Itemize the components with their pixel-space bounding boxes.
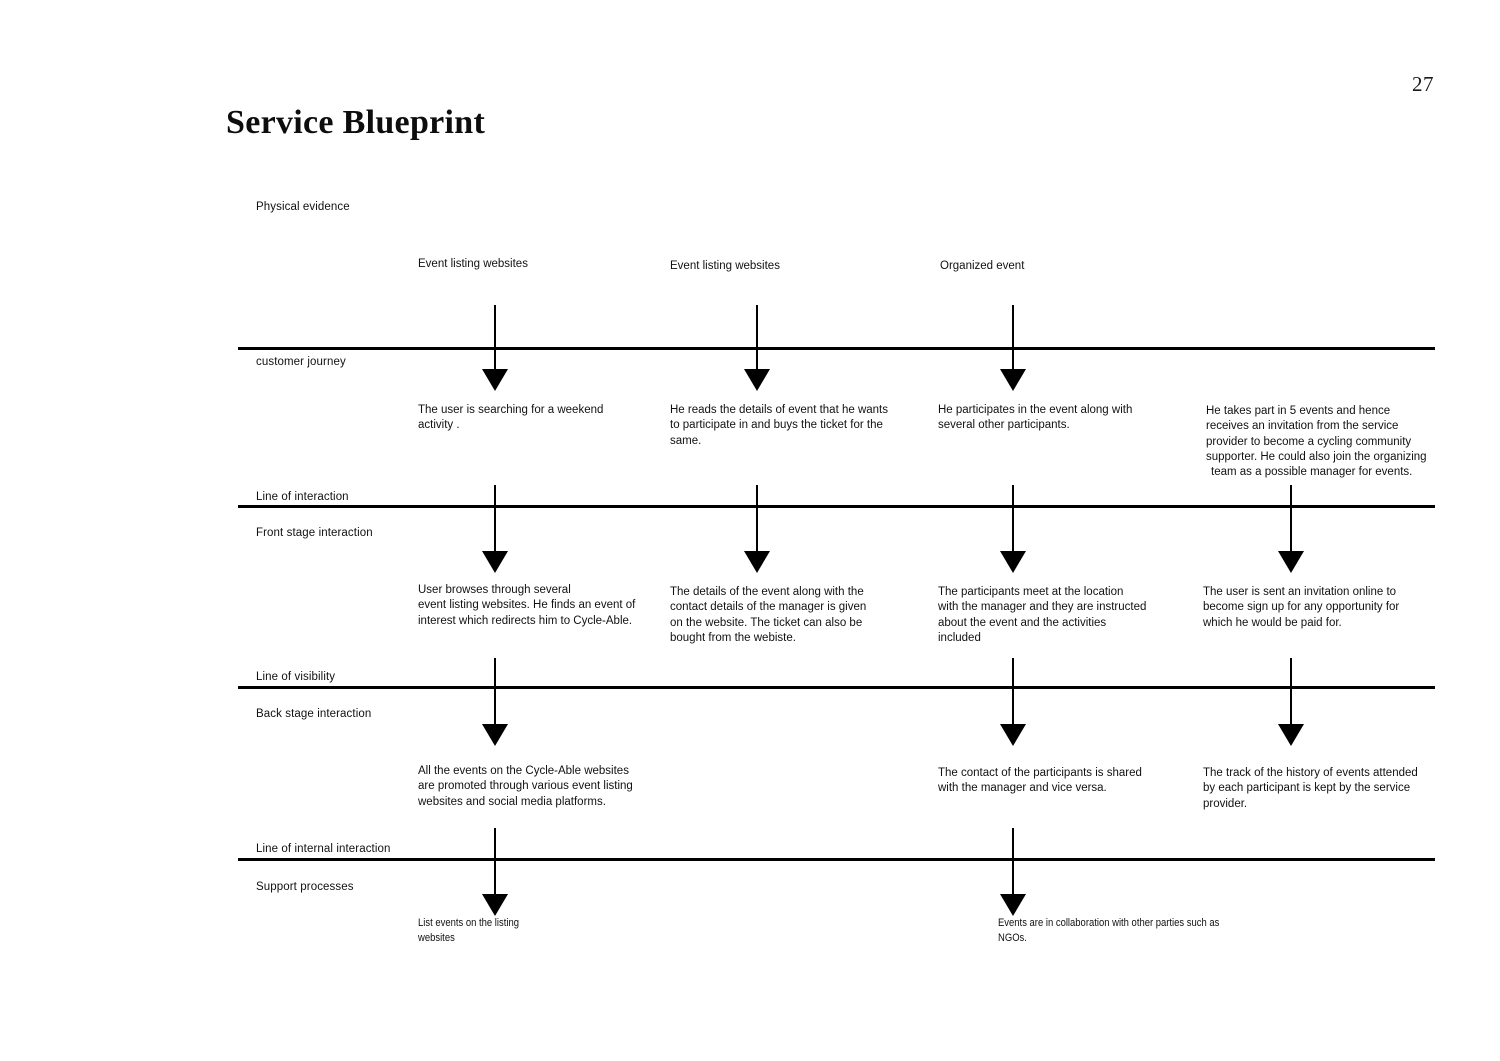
back-stage-text-2: The contact of the participants is share… [938,766,1142,797]
arrow-frontstage-to-backstage-1 [482,658,508,746]
back-stage-text-1: All the events on the Cycle-Able website… [418,764,633,810]
physical-evidence-label-3: Organized event [940,260,1025,272]
text-line: team as a possible manager for events. [1211,466,1413,479]
divider-line-of-interaction [238,505,1435,508]
text-line: websites [418,932,455,945]
text-line: supporter. He could also join the organi… [1206,450,1427,463]
text-line: He reads the details of event that he wa… [670,404,888,416]
text-line: activity . [418,419,460,432]
arrow-evidence-to-journey-2 [744,305,770,391]
customer-journey-text-2: He reads the details of event that he wa… [670,403,888,449]
text-line: The participants meet at the location [938,586,1124,598]
text-line: bought from the webiste. [670,631,796,644]
text-line: contact details of the manager is given [670,601,867,614]
text-line: event listing websites. He finds an even… [418,599,636,612]
arrow-journey-to-frontstage-4 [1278,485,1304,573]
support-process-text-1: List events on the listing websites [418,916,519,947]
text-line: provider to become a cycling community [1206,435,1412,448]
customer-journey-text-3: He participates in the event along with … [938,403,1132,434]
text-line: He participates in the event along with [938,404,1133,416]
text-line: which he would be paid for. [1203,616,1342,629]
page-title: Service Blueprint [226,104,486,141]
text-line: Events are in collaboration with other p… [998,917,1220,929]
text-line: become sign up for any opportunity for [1203,601,1400,614]
arrow-backstage-to-support-3 [1000,828,1026,916]
front-stage-text-1: User browses through several event listi… [418,583,635,629]
lane-label-physical-evidence: Physical evidence [256,201,350,213]
lane-label-line-of-visibility: Line of visibility [256,671,336,683]
customer-journey-text-1: The user is searching for a weekend acti… [418,403,603,434]
front-stage-text-4: The user is sent an invitation online to… [1203,585,1399,631]
lane-label-line-of-internal-interaction: Line of internal interaction [256,843,391,855]
text-line: The track of the history of events atten… [1203,767,1418,779]
text-line: provider. [1203,797,1248,810]
front-stage-text-2: The details of the event along with the … [670,585,866,646]
text-line: He takes part in 5 events and hence [1206,405,1391,417]
text-line: on the website. The ticket can also be [670,616,863,629]
arrow-evidence-to-journey-3 [1000,305,1026,391]
text-line: NGOs. [998,932,1027,945]
customer-journey-text-4: He takes part in 5 events and hence rece… [1206,404,1427,480]
text-line: All the events on the Cycle-Able website… [418,765,629,777]
text-line: interest which redirects him to Cycle-Ab… [418,614,633,627]
page-number: 27 [1412,72,1434,96]
physical-evidence-label-2: Event listing websites [670,260,780,272]
arrow-backstage-to-support-1 [482,828,508,916]
text-line: The user is searching for a weekend [418,404,604,416]
text-line: User browses through several [418,584,571,596]
text-line: by each participant is kept by the servi… [1203,782,1411,795]
text-line: about the event and the activities [938,616,1107,629]
arrow-journey-to-frontstage-1 [482,485,508,573]
text-line: several other participants. [938,419,1070,432]
lane-label-customer-journey: customer journey [256,356,346,368]
divider-line-of-visibility [238,686,1435,689]
lane-label-line-of-interaction: Line of interaction [256,491,349,503]
arrow-journey-to-frontstage-2 [744,485,770,573]
physical-evidence-label-1: Event listing websites [418,258,528,270]
text-line: with the manager and they are instructed [938,601,1147,614]
lane-label-back-stage-interaction: Back stage interaction [256,708,372,720]
arrow-journey-to-frontstage-3 [1000,485,1026,573]
text-line: The details of the event along with the [670,586,864,598]
text-line: are promoted through various event listi… [418,780,633,793]
lane-label-front-stage-interaction: Front stage interaction [256,527,373,539]
text-line: included [938,631,981,644]
text-line: receives an invitation from the service [1206,420,1399,433]
text-line: The user is sent an invitation online to [1203,586,1397,598]
text-line: websites and social media platforms. [418,795,606,808]
arrow-frontstage-to-backstage-3 [1000,658,1026,746]
divider-line-of-internal-interaction [238,858,1435,861]
front-stage-text-3: The participants meet at the location wi… [938,585,1146,646]
arrow-evidence-to-journey-1 [482,305,508,391]
back-stage-text-3: The track of the history of events atten… [1203,766,1418,812]
arrow-frontstage-to-backstage-4 [1278,658,1304,746]
text-line: The contact of the participants is share… [938,767,1142,779]
text-line: to participate in and buys the ticket fo… [670,419,883,432]
lane-label-support-processes: Support processes [256,881,354,893]
divider-customer-journey-top [238,347,1435,350]
text-line: with the manager and vice versa. [938,782,1107,795]
text-line: List events on the listing [418,917,519,929]
support-process-text-2: Events are in collaboration with other p… [998,916,1219,947]
text-line: same. [670,434,702,447]
